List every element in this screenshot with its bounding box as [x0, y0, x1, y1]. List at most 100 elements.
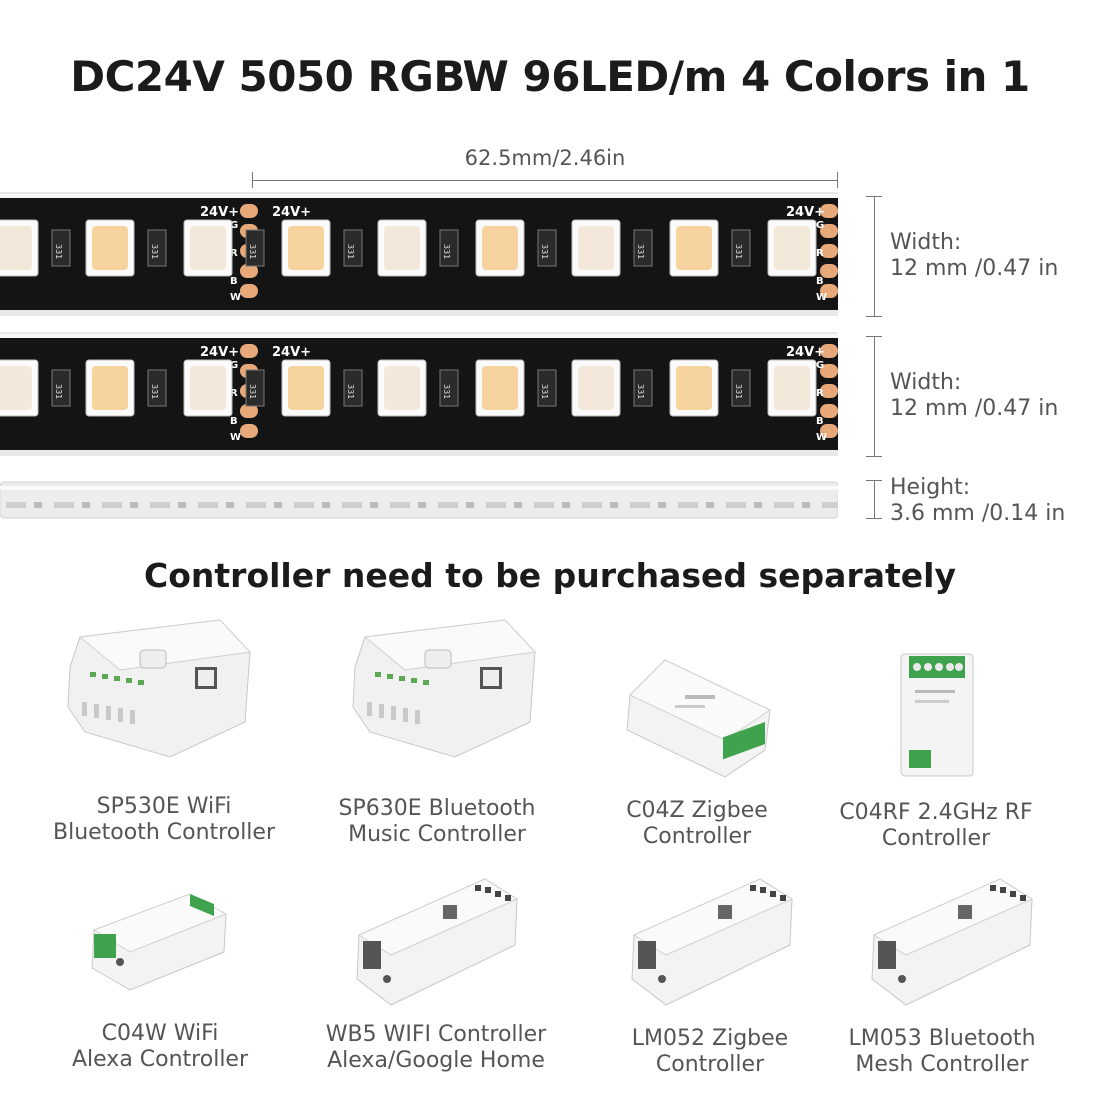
- profile-resistor: [658, 502, 666, 508]
- copper-pad: [240, 204, 258, 218]
- profile-resistor: [610, 502, 618, 508]
- resistor-label: 331: [150, 384, 159, 399]
- profile-resistor: [418, 502, 426, 508]
- resistor-label: 331: [150, 244, 159, 259]
- copper-pad: [240, 264, 258, 278]
- strip-channel-label: B: [816, 276, 824, 287]
- length-dimension-tick-right: [837, 172, 838, 188]
- copper-pad: [240, 284, 258, 298]
- strip-channel-label: B: [230, 416, 238, 427]
- controller-caption-6-line1: WB5 WIFI Controller: [325, 1022, 547, 1047]
- profile-led: [774, 502, 794, 508]
- led-phosphor: [0, 226, 32, 270]
- controller-caption-1-line2: Bluetooth Controller: [52, 820, 275, 845]
- spec-width-1-label: Width:: [890, 230, 962, 255]
- width-bracket-2-top: [866, 336, 882, 337]
- strip-label-plus-right: 24V+: [272, 345, 311, 360]
- controller-caption-5-line2: Alexa Controller: [71, 1047, 249, 1072]
- resistor-label: 331: [636, 384, 645, 399]
- controller-caption-5-line1: C04W WiFi: [101, 1021, 219, 1046]
- led-phosphor: [384, 226, 420, 270]
- strip-channel-label: W: [230, 432, 241, 443]
- resistor-label: 331: [734, 244, 743, 259]
- resistor-label: 331: [442, 244, 451, 259]
- controller-caption-4-line2: Controller: [881, 826, 991, 851]
- strip-channel-label: R: [230, 388, 238, 399]
- profile-resistor: [370, 502, 378, 508]
- led-phosphor: [190, 226, 226, 270]
- profile-resistor: [466, 502, 474, 508]
- controller-caption-1: SP530E WiFi Bluetooth Controller: [34, 794, 294, 846]
- controllers-heading: Controller need to be purchased separate…: [144, 556, 956, 595]
- resistor: [245, 229, 265, 267]
- copper-pad: [820, 344, 838, 358]
- controller-caption-2: SP630E Bluetooth Music Controller: [307, 796, 567, 848]
- resistor: [51, 369, 71, 407]
- controller-caption-4: C04RF 2.4GHz RF Controller: [806, 800, 1066, 852]
- led-phosphor: [92, 366, 128, 410]
- resistor-label: 331: [54, 384, 63, 399]
- strip-label-plus-end: 24V+: [786, 345, 825, 360]
- strip-edge: [0, 194, 838, 198]
- led-phosphor: [578, 366, 614, 410]
- profile-led: [534, 502, 554, 508]
- resistor: [147, 369, 167, 407]
- led-phosphor: [676, 226, 712, 270]
- profile-resistor: [802, 502, 810, 508]
- resistor: [439, 229, 459, 267]
- profile-led: [54, 502, 74, 508]
- strip-channel-label: G: [230, 220, 238, 231]
- profile-resistor: [274, 502, 282, 508]
- led-phosphor: [288, 226, 324, 270]
- page-title: DC24V 5050 RGBW 96LED/m 4 Colors in 1: [70, 52, 1030, 101]
- controller-caption-8: LM053 Bluetooth Mesh Controller: [812, 1026, 1072, 1078]
- length-dimension-line: [252, 180, 838, 181]
- spec-width-2-value: 12 mm /0.47 in: [890, 396, 1059, 421]
- profile-resistor: [706, 502, 714, 508]
- strip-label-plus-right: 24V+: [272, 205, 311, 220]
- sp630e-controller-image: [352, 619, 537, 758]
- resistor: [731, 369, 751, 407]
- controller-caption-7: LM052 Zigbee Controller: [580, 1026, 840, 1078]
- resistor: [245, 369, 265, 407]
- led-phosphor: [482, 366, 518, 410]
- length-dimension-tick-left: [252, 172, 253, 188]
- spec-height: Height: 3.6 mm /0.14 in: [890, 475, 1065, 527]
- strip-channel-label: R: [816, 388, 824, 399]
- copper-pad: [820, 264, 838, 278]
- controller-caption-4-line1: C04RF 2.4GHz RF: [839, 800, 1033, 825]
- width-bracket-1: [874, 196, 875, 316]
- profile-highlight: [0, 486, 838, 490]
- strip-channel-label: W: [816, 292, 827, 303]
- led-phosphor: [92, 226, 128, 270]
- controller-caption-6-line2: Alexa/Google Home: [327, 1048, 545, 1073]
- strip-channel-label: G: [816, 360, 824, 371]
- led-phosphor: [774, 366, 810, 410]
- lm053-controller-image: [871, 878, 1034, 1006]
- copper-pad: [240, 424, 258, 438]
- profile-resistor: [562, 502, 570, 508]
- resistor: [343, 369, 363, 407]
- led-phosphor: [578, 226, 614, 270]
- copper-pad: [240, 404, 258, 418]
- strip-channel-label: B: [230, 276, 238, 287]
- led-phosphor: [288, 366, 324, 410]
- resistor: [343, 229, 363, 267]
- spec-width-2: Width: 12 mm /0.47 in: [890, 370, 1058, 422]
- controller-caption-2-line1: SP630E Bluetooth: [338, 796, 536, 821]
- sp530e-controller-image: [67, 619, 252, 758]
- resistor: [439, 369, 459, 407]
- strip-channel-label: R: [816, 248, 824, 259]
- strip-edge: [0, 334, 838, 338]
- spec-width-2-label: Width:: [890, 370, 962, 395]
- strip-channel-label: R: [230, 248, 238, 259]
- copper-pad: [820, 244, 838, 258]
- spec-width-1-value: 12 mm /0.47 in: [890, 256, 1059, 281]
- height-bracket: [874, 480, 875, 518]
- profile-led: [198, 502, 218, 508]
- profile-led: [822, 502, 838, 508]
- led-phosphor: [384, 366, 420, 410]
- copper-pad: [820, 424, 838, 438]
- profile-led: [582, 502, 602, 508]
